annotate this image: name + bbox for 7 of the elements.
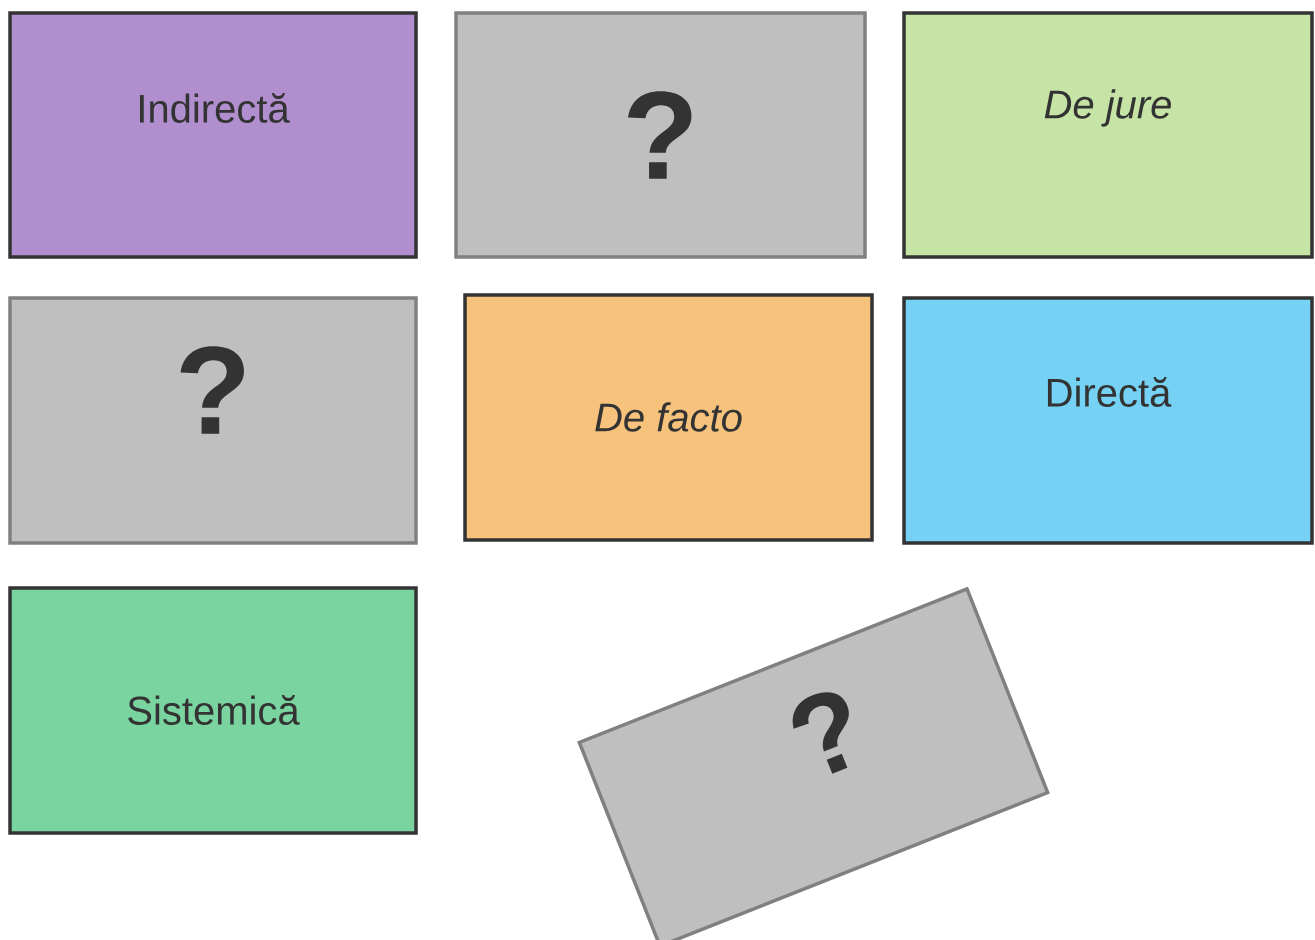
question-card: ? <box>454 11 867 259</box>
question-card: ? <box>8 296 418 545</box>
label-card: De jure <box>902 11 1314 259</box>
label-card: Directă <box>902 296 1314 545</box>
label-card: De facto <box>463 293 874 542</box>
label-card: Sistemică <box>8 586 418 835</box>
label-card: Indirectă <box>8 11 418 259</box>
